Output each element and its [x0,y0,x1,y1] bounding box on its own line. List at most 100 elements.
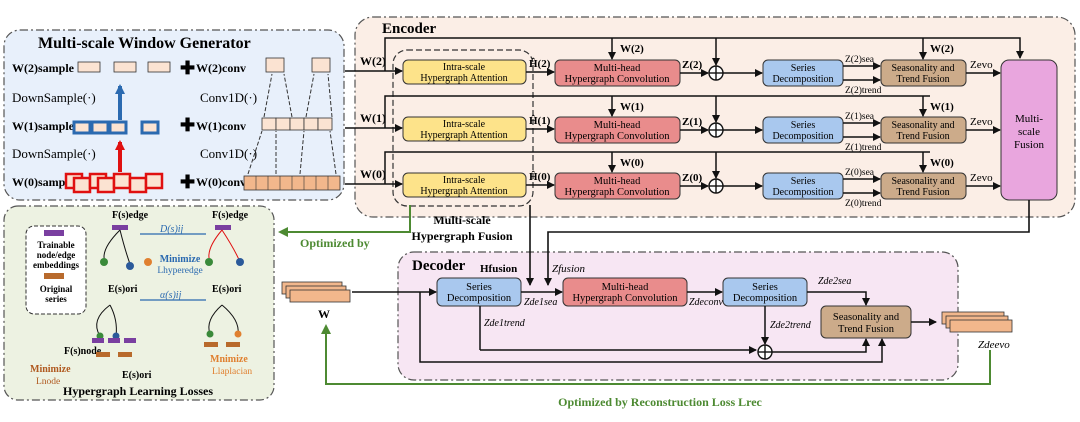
l-laplacian-label: Llaplacian [212,367,252,377]
z2-label: Z(2) [682,59,703,71]
decoder-content: W Hfusion Zfusion Series Decomposition Z… [281,263,1013,363]
f-node-label: F(s)node [64,346,102,357]
w0-conv-label: W(0)conv [196,175,246,189]
w1-right-label: W(1) [930,101,954,113]
svg-text:Trend Fusion: Trend Fusion [838,324,895,335]
w0-in-label: W(0) [360,167,386,181]
sample-window [72,176,92,194]
w2-right-label: W(2) [930,43,954,55]
downsample-label-bottom: DownSample(·) [12,146,96,161]
svg-text:Multi-: Multi- [1015,113,1043,125]
conv-window [275,117,291,131]
conv1d-label-top: Conv1D(·) [200,90,257,105]
svg-text:Seasonality and: Seasonality and [833,312,900,323]
svg-text:Hypergraph Convolution: Hypergraph Convolution [572,293,678,304]
svg-text:Intra-scale: Intra-scale [443,175,486,186]
e-ori-right: E(s)ori [212,284,242,295]
zde2-sea-label: Zde2sea [818,276,851,287]
svg-text:Multi-head: Multi-head [594,63,641,74]
svg-text:Series: Series [466,282,492,293]
zde1-sea-label: Zde1sea [524,297,557,308]
svg-text:Trend Fusion: Trend Fusion [896,74,949,85]
w2-in-label: W(2) [360,54,386,68]
e-ori-left: E(s)ori [108,284,138,295]
plus-icon: ✚ [180,172,195,192]
w0-sample-label: W(0)sample [12,175,75,189]
conv-window [303,117,319,131]
f-edge-left: F(s)edge [112,210,149,221]
svg-text:Original: Original [40,284,73,294]
d-ij-label: D(s)ij [159,224,184,235]
zde2-trend-label: Zde2trend [770,320,812,331]
conv1d-label-bottom: Conv1D(·) [200,146,257,161]
conv-window [311,57,331,73]
generator-panel [3,29,345,201]
svg-text:Seasonality and: Seasonality and [891,176,954,187]
sample-window [90,120,110,135]
encoder-title: Encoder [382,21,437,37]
w2-conv-label: W(2)conv [196,61,246,75]
svg-text:Hypergraph Convolution: Hypergraph Convolution [564,187,670,198]
svg-text:scale: scale [1018,126,1040,138]
zevo-2-label: Zevo [970,59,993,71]
z2-sea-label: Z(2)sea [845,54,875,65]
mnimize-label: Mnimize [210,354,248,365]
svg-text:Multi-head: Multi-head [594,120,641,131]
zde-conv-label: Zdeconv [689,297,723,308]
w0-right-label: W(0) [930,157,954,169]
hypergraph-fusion-label-b: Hypergraph Fusion [411,229,512,243]
svg-text:Hypergraph Convolution: Hypergraph Convolution [564,131,670,142]
svg-text:Hypergraph Attention: Hypergraph Attention [420,186,507,197]
svg-text:Multi-head: Multi-head [602,282,649,293]
svg-text:Decomposition: Decomposition [772,187,833,198]
sample-window [112,172,132,190]
svg-text:Decomposition: Decomposition [733,293,798,304]
l-hyperedge-label: Lhyperedge [157,266,202,276]
decoder-title: Decoder [412,258,466,274]
zevo-0-label: Zevo [970,172,993,184]
decomp-block-0 [762,172,844,200]
svg-text:Series: Series [752,282,778,293]
alpha-ij-label: α(s)ij [160,290,182,301]
decomp-block-2 [762,59,844,87]
sample-window [113,61,137,73]
plus-icon: ✚ [180,115,195,135]
minimize-node-label: Minimize [30,364,71,375]
svg-text:embeddings: embeddings [33,260,80,270]
h-fusion-label: Hfusion [480,263,517,275]
h1-label: Ĥ(1) [529,115,551,127]
svg-text:Multi-head: Multi-head [594,176,641,187]
svg-text:Decomposition: Decomposition [772,74,833,85]
w2-sample-label: W(2)sample [12,61,75,75]
svg-text:Series: Series [791,176,816,187]
svg-text:Hypergraph Attention: Hypergraph Attention [420,130,507,141]
attention-label-2a: Intra-scale [443,62,486,73]
w-input-label: W [318,307,330,321]
conv-window [265,57,285,73]
w0-top-label: W(0) [620,157,644,169]
conv-window [261,117,277,131]
svg-text:Trainable: Trainable [37,240,74,250]
sample-window [96,176,116,194]
svg-text:Intra-scale: Intra-scale [443,119,486,130]
zde1-trend-label: Zde1trend [484,318,526,329]
plus-icon: ✚ [180,58,195,78]
svg-text:Decomposition: Decomposition [772,131,833,142]
sample-window [108,120,128,135]
svg-text:Trend Fusion: Trend Fusion [896,131,949,142]
svg-text:Series: Series [791,63,816,74]
attention-label-2b: Hypergraph Attention [420,73,507,84]
minimize-hyperedge-label: Minimize [160,254,201,265]
sample-window [147,61,171,73]
svg-text:node/edge: node/edge [37,250,76,260]
zevo-1-label: Zevo [970,116,993,128]
h0-label: Ĥ(0) [529,171,551,183]
svg-text:Seasonality and: Seasonality and [891,63,954,74]
f-edge-right: F(s)edge [212,210,249,221]
z0-trend-label: Z(0)trend [845,198,882,209]
sample-window [128,176,148,194]
zde-evo-label: Zdeevo [978,339,1010,351]
sample-window [140,120,160,135]
w1-in-label: W(1) [360,111,386,125]
